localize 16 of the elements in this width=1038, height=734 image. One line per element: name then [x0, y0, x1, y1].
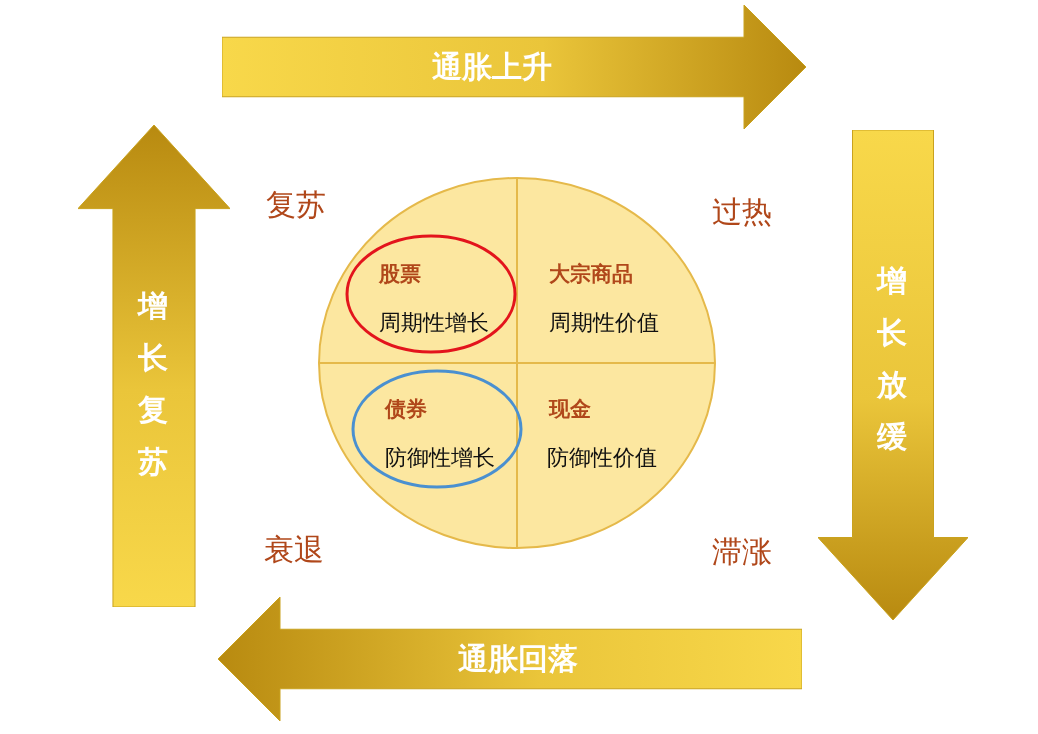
arrow-label: 通胀回落 [458, 640, 578, 678]
asset-heading: 债券 [385, 396, 427, 423]
phase-label: 滞涨 [712, 533, 772, 571]
arrow-label: 通胀上升 [432, 48, 552, 86]
phase-label: 复苏 [266, 186, 326, 224]
arrow-label: 增长复苏 [138, 287, 169, 481]
asset-style: 防御性价值 [547, 444, 657, 472]
asset-style: 周期性价值 [549, 309, 659, 337]
asset-style: 周期性增长 [379, 309, 489, 337]
asset-heading: 股票 [379, 261, 421, 288]
asset-style: 防御性增长 [385, 444, 495, 472]
phase-label: 过热 [712, 193, 772, 231]
arrow-label: 增长放缓 [877, 262, 908, 456]
phase-label: 衰退 [264, 531, 324, 569]
asset-heading: 大宗商品 [549, 261, 633, 288]
asset-heading: 现金 [549, 396, 591, 423]
